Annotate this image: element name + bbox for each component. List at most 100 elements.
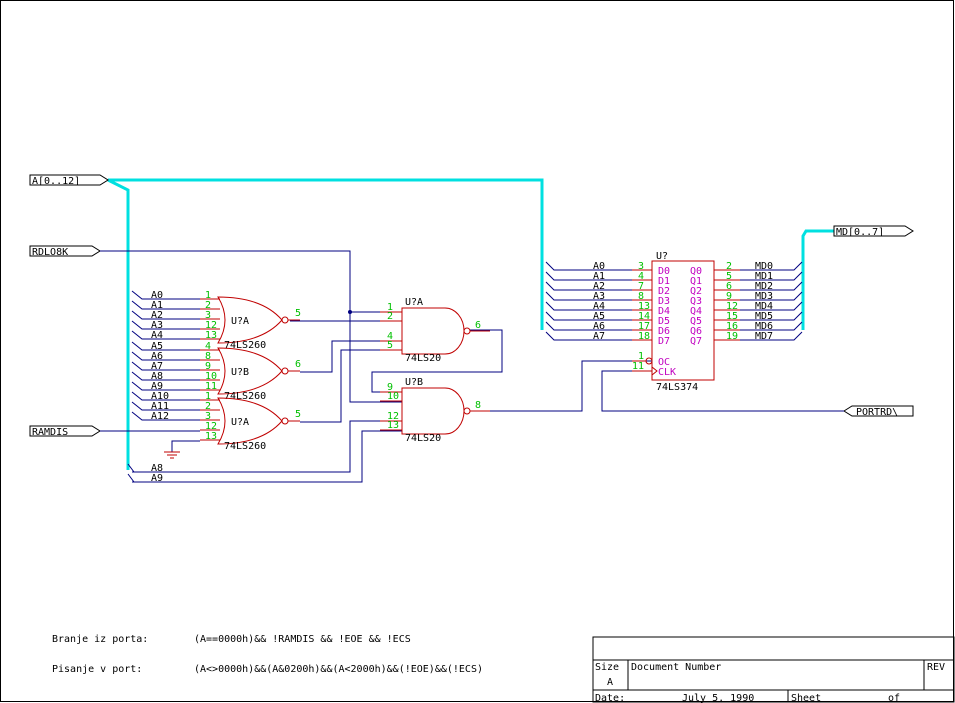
input-wire (131, 290, 220, 300)
d-pin-number: 18 (638, 331, 650, 342)
input-wire (131, 371, 220, 381)
q-net-label: MD4 (755, 301, 773, 312)
q-pin-name: Q3 (690, 296, 702, 307)
d-pin-name: D0 (658, 266, 670, 277)
pin-number: 9 (205, 361, 211, 372)
input-wire (131, 391, 220, 401)
pin-number: 2 (387, 311, 393, 322)
pin-number: 13 (205, 431, 217, 442)
input-wire (131, 401, 220, 411)
q-pin-number: 2 (726, 261, 732, 272)
gate-part: 74LS260 (224, 391, 266, 402)
rev-label: REV (927, 662, 945, 673)
pin-number: 2 (205, 401, 211, 412)
d-pin-number: 3 (638, 261, 644, 272)
d-pin-number: 14 (638, 311, 650, 322)
port-rdlo8k[interactable]: RDLO8K (29, 245, 101, 258)
net-label: A6 (151, 351, 163, 362)
pin-number: 12 (205, 320, 217, 331)
sheet-label: Sheet (791, 693, 821, 703)
input-wire (131, 411, 220, 421)
gate-ref: U?A (231, 417, 249, 428)
inversion-bubble (463, 327, 471, 335)
net-label: A1 (151, 300, 163, 311)
read-note-label: Branje iz porta: (52, 634, 148, 645)
gate-part: 74LS20 (405, 353, 441, 364)
pin-number: 9 (387, 382, 393, 393)
q-net-label: MD6 (755, 321, 773, 332)
pin-number: 12 (387, 411, 399, 422)
write-note-expr: (A<>0000h)&&(A&0200h)&&(A<2000h)&&(!EOE)… (194, 664, 483, 675)
port-a-bus-label: A[0..12] (32, 176, 80, 187)
document-number-label: Document Number (631, 662, 721, 673)
input-wire (131, 330, 220, 340)
gate-ref: U?A (405, 297, 423, 308)
port-ramdis[interactable]: RAMDIS (29, 425, 101, 438)
d-pin-name: D3 (658, 296, 670, 307)
d-net-label: A1 (593, 271, 605, 282)
q-pin-number: 16 (726, 321, 738, 332)
q-pin-number: 15 (726, 311, 738, 322)
q-net-label: MD3 (755, 291, 773, 302)
date-label: Date: (595, 693, 625, 703)
oc-pin-number: 1 (638, 351, 644, 362)
a-bus-top (108, 178, 544, 330)
pin-number: 3 (205, 310, 211, 321)
d-net-label: A0 (593, 261, 605, 272)
a-bus-vertical (107, 178, 130, 470)
pin-number: 13 (387, 420, 399, 431)
gate-ref: U?A (231, 316, 249, 327)
d-pin-number: 13 (638, 301, 650, 312)
net-label: A10 (151, 391, 169, 402)
pin-number: 1 (387, 302, 393, 313)
pin-number: 1 (205, 391, 211, 402)
port-rdlo8k-label: RDLO8K (32, 247, 68, 258)
or-gate-body (217, 347, 283, 395)
gate-ref: U?B (231, 367, 249, 378)
pin-number: 5 (387, 340, 393, 351)
pin-number: 12 (205, 421, 217, 432)
port-md-bus[interactable]: MD[0..7] (833, 225, 914, 238)
input-wire (131, 300, 220, 310)
q-pin-number: 5 (726, 271, 732, 282)
size-label: Size (595, 662, 619, 673)
port-ramdis-label: RAMDIS (32, 427, 68, 438)
clk-pin-name: CLK (658, 367, 676, 378)
pin-number: 2 (205, 300, 211, 311)
wires (100, 250, 844, 483)
oc-pin-name: OC (658, 357, 670, 368)
d-pin-number: 4 (638, 271, 644, 282)
net-label: A5 (151, 341, 163, 352)
d-net-label: A2 (593, 281, 605, 292)
gate-part: 74LS20 (405, 433, 441, 444)
pin-number: 8 (205, 351, 211, 362)
clk-pin-number: 11 (632, 361, 644, 372)
d-pin-number: 17 (638, 321, 650, 332)
clk-triangle (651, 366, 658, 376)
port-portrd[interactable]: PORTRD\ (843, 405, 914, 418)
pin-number: 3 (205, 411, 211, 422)
gate-part: 74LS260 (224, 441, 266, 452)
inversion-bubble (281, 367, 289, 375)
pin-number: 13 (205, 330, 217, 341)
d-pin-name: D2 (658, 286, 670, 297)
md-bus (801, 229, 834, 330)
gate-ref: U?B (405, 377, 423, 388)
port-a-bus[interactable]: A[0..12] (29, 174, 109, 187)
q-net-label: MD5 (755, 311, 773, 322)
net-label-a8: A8 (151, 463, 163, 474)
d-pin-number: 8 (638, 291, 644, 302)
q-pin-number: 9 (726, 291, 732, 302)
d-pin-name: D6 (658, 326, 670, 337)
q-net-label: MD0 (755, 261, 773, 272)
or-gate-body (217, 397, 283, 445)
gate-part: 74LS260 (224, 340, 266, 351)
d-net-label: A7 (593, 331, 605, 342)
of-label: of (888, 693, 900, 703)
out-pin-number: 5 (295, 308, 301, 319)
d-pin-name: D5 (658, 316, 670, 327)
net-label: A0 (151, 290, 163, 301)
